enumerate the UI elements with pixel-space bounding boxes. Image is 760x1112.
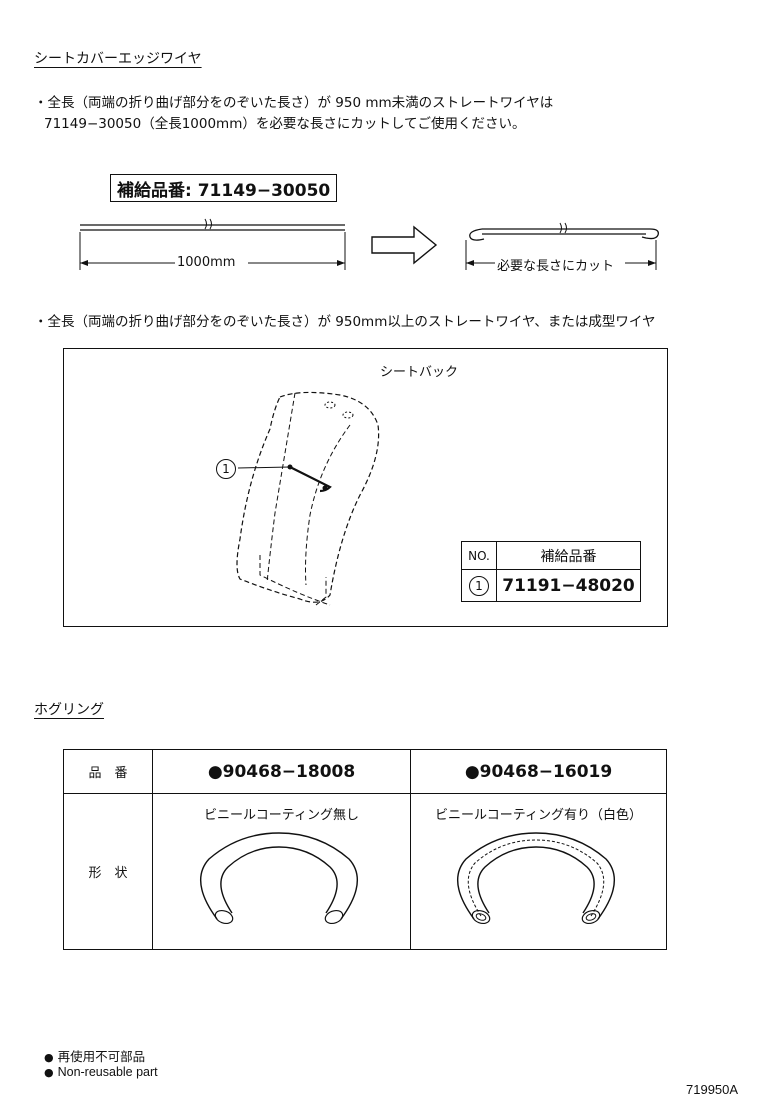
table-cell-part-number: 71191−48020 bbox=[496, 569, 641, 602]
seat-back-illustration bbox=[236, 391, 380, 606]
coated-desc: ビニールコーティング有り（白色） bbox=[435, 808, 642, 823]
cut-label: 必要な長さにカット bbox=[497, 259, 615, 274]
bullet-icon: ● bbox=[44, 1051, 54, 1064]
hog-ring-uncoated-drawing bbox=[199, 832, 358, 925]
straight-wire-drawing bbox=[79, 218, 346, 270]
callout-number: 1 bbox=[216, 459, 236, 479]
section-heading-hog-ring: ホグリング bbox=[34, 702, 104, 718]
instruction-line-2: 71149−30050（全長1000mm）を必要な長さにカットしてご使用ください… bbox=[44, 116, 526, 132]
table-cell-no: 1 bbox=[461, 569, 497, 602]
uncoated-desc: ビニールコーティング無し bbox=[204, 808, 359, 823]
row-label-part-number: 品 番 bbox=[63, 749, 153, 794]
seat-back-diagram-frame bbox=[63, 348, 668, 627]
legend-item-en: ● Non-reusable part bbox=[44, 1065, 158, 1079]
supply-parts-table: NO. 補給品番 1 71191−48020 bbox=[461, 541, 641, 602]
hog-ring-shape-coated: ビニールコーティング有り（白色） bbox=[410, 793, 667, 950]
table-header-part-number: 補給品番 bbox=[496, 541, 641, 570]
bullet-icon: ● bbox=[44, 1066, 54, 1079]
hog-ring-part-number-2: ●90468−16019 bbox=[410, 749, 667, 794]
instruction-line-1: ・全長（両端の折り曲げ部分をのぞいた長さ）が 950 mm未満のストレートワイヤ… bbox=[34, 95, 554, 111]
row-label-shape: 形 状 bbox=[63, 793, 153, 950]
seat-back-title: シートバック bbox=[380, 365, 459, 380]
hog-ring-part-number-1: ●90468−18008 bbox=[152, 749, 411, 794]
table-header-no: NO. bbox=[461, 541, 497, 570]
hog-ring-shape-uncoated: ビニールコーティング無し bbox=[152, 793, 411, 950]
wire-cut-diagram bbox=[79, 218, 659, 270]
cut-wire-drawing bbox=[465, 222, 659, 270]
supply-part-number-box: 補給品番: 71149−30050 bbox=[110, 174, 338, 202]
section-heading-edge-wire: シートカバーエッジワイヤ bbox=[34, 51, 202, 67]
length-label: 1000mm bbox=[177, 255, 236, 270]
hog-ring-table: 品 番 ●90468−18008 ●90468−16019 形 状 ビニールコー… bbox=[63, 749, 667, 950]
hog-ring-coated-drawing bbox=[456, 832, 615, 925]
arrow-right-icon bbox=[371, 225, 438, 265]
figure-id: 719950A bbox=[686, 1082, 739, 1097]
legend-item-jp: ● 再使用不可部品 bbox=[44, 1049, 146, 1064]
instruction-line-3: ・全長（両端の折り曲げ部分をのぞいた長さ）が 950mm以上のストレートワイヤ、… bbox=[34, 314, 656, 330]
